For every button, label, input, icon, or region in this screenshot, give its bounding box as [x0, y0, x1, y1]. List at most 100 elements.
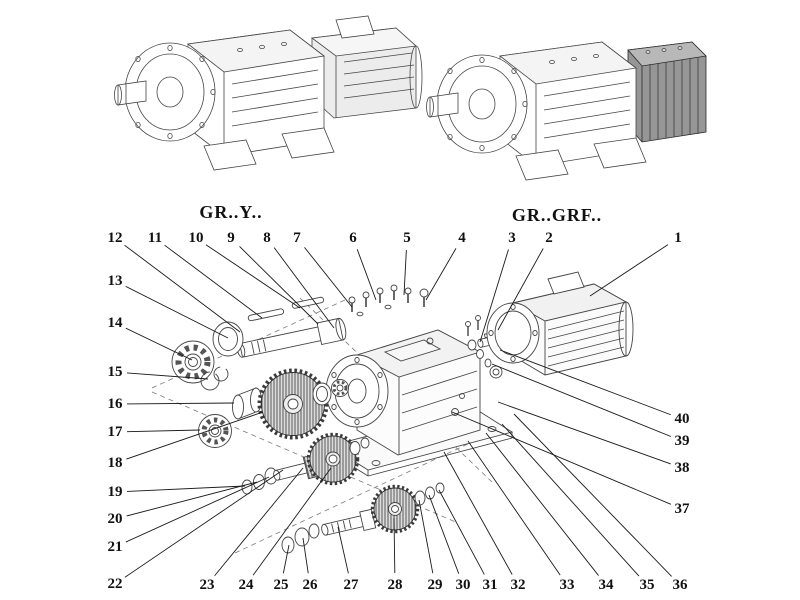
leader-line-3: [479, 249, 509, 343]
leader-line-19: [126, 485, 246, 492]
callout-number-36: 36: [673, 577, 689, 593]
callout-number-4: 4: [458, 230, 466, 246]
leader-line-35: [501, 423, 640, 577]
ring-and-bearing-mid: [312, 379, 349, 406]
callout-number-27: 27: [344, 577, 360, 593]
callout-number-10: 10: [189, 230, 204, 246]
callout-number-40: 40: [675, 411, 690, 427]
leader-line-17: [126, 429, 201, 433]
callout-number-21: 21: [108, 539, 123, 555]
leader-line-28: [393, 517, 396, 574]
leader-line-13: [125, 286, 229, 339]
figure-title-gr-grf: GR..GRF..: [511, 205, 603, 225]
leader-line-5: [403, 249, 407, 296]
leader-line-34: [485, 432, 599, 576]
finned-cover-drawing: [627, 41, 707, 143]
overview-gearmotor-gr-y: [114, 15, 423, 171]
leader-line-29: [418, 499, 434, 574]
leader-line-36: [513, 413, 672, 577]
callout-number-35: 35: [640, 577, 655, 593]
leader-line-38: [497, 401, 671, 465]
figure-title-gr-y: GR..Y..: [199, 202, 263, 222]
callout-number-22: 22: [108, 576, 123, 592]
callout-number-15: 15: [108, 364, 123, 380]
washers-output: [281, 523, 320, 554]
callout-number-6: 6: [349, 230, 357, 246]
leader-line-32: [443, 451, 513, 575]
gear-output: [370, 484, 420, 534]
callout-number-29: 29: [428, 577, 443, 593]
callout-number-33: 33: [560, 577, 575, 593]
vent-plug: [426, 337, 434, 345]
leader-line-10: [205, 244, 301, 309]
leader-line-21: [125, 476, 270, 543]
callout-number-17: 17: [108, 424, 124, 440]
mounting-feet-drawing: [203, 127, 335, 171]
leader-line-25: [282, 544, 290, 574]
mounting-feet-drawing: [515, 137, 647, 181]
callout-number-19: 19: [108, 484, 123, 500]
callout-number-34: 34: [599, 577, 615, 593]
leader-line-11: [164, 244, 263, 319]
exploded-view: [151, 271, 634, 554]
callout-number-30: 30: [456, 577, 471, 593]
leader-line-6: [356, 249, 377, 301]
leader-line-12: [124, 244, 241, 333]
seal-ring: [212, 321, 244, 357]
leader-line-20: [126, 481, 258, 517]
leader-line-33: [467, 440, 561, 576]
leader-line-1: [589, 244, 669, 297]
callout-number-18: 18: [108, 455, 123, 471]
leader-line-4: [425, 248, 457, 301]
leader-line-9: [239, 246, 319, 325]
leader-line-23: [214, 467, 304, 577]
output-pinion-shaft: [321, 508, 377, 536]
leader-line-16: [126, 402, 235, 405]
rings-output: [414, 482, 445, 506]
leader-line-8: [273, 247, 335, 329]
leader-line-37: [451, 411, 672, 505]
leader-line-31: [438, 489, 485, 575]
callout-number-9: 9: [227, 230, 235, 246]
callout-number-39: 39: [675, 433, 690, 449]
callout-number-1: 1: [674, 230, 682, 246]
exploded-motor: [477, 271, 634, 376]
input-shaft-assembly: [236, 296, 347, 358]
shaft-key-long: [247, 308, 285, 322]
housing-cover-bolts: [348, 284, 434, 345]
snap-rings: [200, 366, 229, 391]
leader-line-14: [125, 327, 193, 361]
ball-bearing-front: [171, 340, 215, 384]
callout-number-13: 13: [108, 273, 123, 289]
output-shaft-drawing: [426, 92, 459, 118]
callout-number-38: 38: [675, 460, 690, 476]
callout-number-32: 32: [511, 577, 526, 593]
leader-line-18: [126, 411, 264, 460]
callout-number-2: 2: [545, 230, 553, 246]
callout-number-37: 37: [675, 501, 691, 517]
callout-number-25: 25: [274, 577, 289, 593]
motor-mounting-parts: [465, 315, 503, 379]
motor-drawing: [310, 15, 423, 119]
exploded-housing: [325, 329, 482, 456]
leader-line-22: [124, 469, 284, 578]
leader-line-26: [302, 537, 309, 574]
output-shaft-drawing: [114, 80, 147, 106]
gearbox-housing-drawing: [187, 29, 325, 157]
callout-number-16: 16: [108, 396, 124, 412]
leader-line-7: [304, 247, 353, 308]
leader-line-24: [252, 467, 332, 576]
callout-number-12: 12: [108, 230, 123, 246]
oil-plug: [451, 408, 459, 416]
callout-number-5: 5: [403, 230, 411, 246]
callout-number-11: 11: [148, 230, 162, 246]
spacer-bushing: [232, 387, 262, 420]
callout-number-28: 28: [388, 577, 403, 593]
terminal-box: [547, 271, 585, 295]
callout-number-24: 24: [239, 577, 255, 593]
callout-number-3: 3: [508, 230, 516, 246]
leader-line-2: [497, 248, 544, 331]
